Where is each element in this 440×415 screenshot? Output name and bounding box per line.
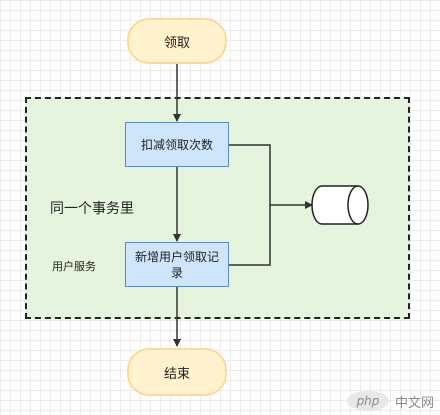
process-deduct-count: 扣减领取次数 [125, 122, 229, 167]
edge-step2-to-database [229, 205, 271, 266]
edge-step1-to-database [229, 144, 313, 209]
start-node: 领取 [127, 18, 227, 64]
process-add-record: 新增用户领取记录 [125, 242, 229, 287]
php-logo: php [346, 391, 389, 411]
end-node: 结束 [127, 348, 227, 396]
watermark-site-text: 中文网 [394, 395, 434, 411]
watermark: php 中文网 [346, 391, 434, 411]
database-cylinder-icon [311, 185, 369, 225]
service-label: 用户服务 [52, 260, 96, 273]
transaction-label: 同一个事务里 [50, 201, 134, 217]
